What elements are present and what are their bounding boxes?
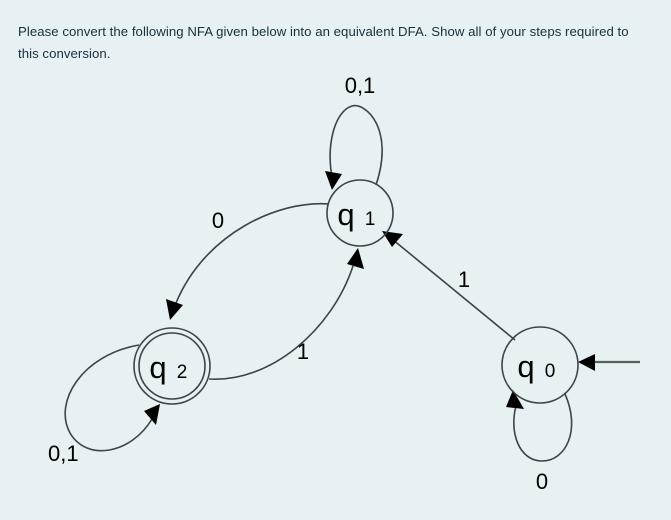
state-circle-q2-inner [138,332,206,400]
state-label-q2-subscript: 2 [177,362,188,383]
arrowhead-q0-to-q1 [382,231,403,247]
state-node-q0[interactable]: q 0 [501,326,579,404]
state-label-q0-base: q [517,349,534,384]
question-prompt-text: Please convert the following NFA given b… [18,24,629,61]
start-arrow-q0 [578,354,640,371]
arrowhead-q0-self-loop [506,390,524,409]
edge-label-q1-to-q2: 0 [212,208,224,233]
state-circle-q0 [501,326,579,404]
edge-label-q1-self-loop: 0,1 [345,73,376,98]
state-node-q2[interactable]: q 2 [133,327,211,405]
state-circle-q2-outer [133,327,211,405]
state-label-q2-base: q [149,350,166,385]
transition-q2-to-q2: 0,1 [48,344,160,466]
arrowhead-q1-to-q2 [166,299,183,320]
state-label-q1-base: q [337,197,354,232]
state-label-q1-subscript: 1 [365,209,376,230]
edge-path-q1-self-loop [329,104,383,186]
arrowhead-q2-to-q1 [347,248,364,269]
edge-path-q0-to-q1 [391,238,516,341]
edge-label-q0-self-loop: 0 [536,469,548,494]
transition-q0-to-q1: 1 [382,231,516,341]
transition-q1-to-q2: 0 [166,202,330,320]
edge-path-q0-self-loop [513,393,573,462]
state-node-q1[interactable]: q 1 [326,179,394,247]
arrowhead-start-q0 [578,354,595,371]
edge-path-q2-to-q1 [208,265,354,380]
state-label-q0-subscript: 0 [545,361,556,382]
arrowhead-q2-self-loop [144,404,160,425]
edge-path-q1-to-q2 [175,202,330,304]
edge-label-q2-to-q1: 1 [297,339,309,364]
transition-q0-to-q0: 0 [506,390,573,494]
state-circle-q1 [326,179,394,247]
arrowhead-q1-self-loop [325,171,342,190]
transition-q2-to-q1: 1 [208,248,364,380]
edge-path-q2-self-loop [64,344,153,452]
transition-q1-to-q1: 0,1 [325,73,383,190]
edge-label-q2-self-loop: 0,1 [48,441,79,466]
edge-label-q0-to-q1: 1 [458,267,470,292]
